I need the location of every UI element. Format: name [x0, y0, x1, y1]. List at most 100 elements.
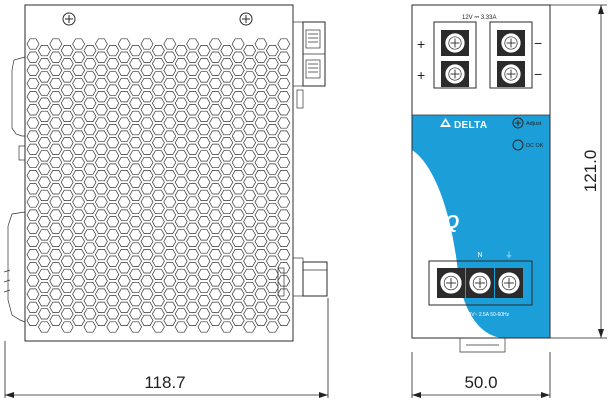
- vent-hole: [140, 262, 154, 274]
- vent-hole: [72, 51, 86, 63]
- vent-hole: [94, 249, 108, 261]
- vent-hole: [265, 110, 279, 122]
- vent-hole: [60, 216, 74, 228]
- vent-hole: [83, 281, 97, 294]
- terminal-screw-icon[interactable]: [444, 32, 466, 54]
- terminal-screw-icon[interactable]: [500, 32, 522, 54]
- vent-hole: [231, 196, 245, 208]
- vent-hole: [26, 117, 40, 129]
- vent-hole: [37, 255, 51, 267]
- vent-hole: [220, 308, 234, 320]
- vent-hole: [277, 196, 291, 208]
- vent-hole: [83, 110, 97, 122]
- vent-hole: [49, 301, 63, 313]
- terminal-screw-icon[interactable]: [468, 271, 492, 295]
- vent-hole: [220, 58, 234, 70]
- vent-hole: [265, 308, 279, 320]
- vent-hole: [129, 189, 143, 201]
- vent-hole: [277, 64, 291, 76]
- vent-hole: [151, 321, 165, 333]
- vent-hole: [94, 104, 108, 116]
- vent-hole: [174, 321, 188, 333]
- front-width-label: 50.0: [464, 373, 497, 392]
- vent-hole: [106, 229, 120, 241]
- screw-top-left-icon: [62, 12, 76, 26]
- vent-hole: [208, 262, 222, 274]
- vent-hole: [243, 202, 257, 215]
- vent-hole: [208, 170, 222, 182]
- vent-hole: [94, 235, 108, 247]
- vent-hole: [243, 308, 257, 320]
- vent-hole: [106, 84, 120, 96]
- vent-hole: [37, 137, 51, 149]
- vent-hole: [243, 268, 257, 280]
- vent-hole: [220, 229, 234, 241]
- vent-hole: [140, 249, 154, 261]
- vent-hole: [174, 189, 188, 201]
- vent-hole: [83, 97, 97, 109]
- vent-hole: [220, 202, 234, 215]
- terminal-screw-icon[interactable]: [500, 63, 522, 85]
- vent-hole: [243, 281, 257, 294]
- vent-hole: [106, 137, 120, 149]
- vent-hole: [243, 137, 257, 149]
- vent-hole: [208, 117, 222, 129]
- terminal-screw-icon[interactable]: [439, 271, 463, 295]
- vent-hole: [174, 242, 188, 254]
- vent-hole: [60, 110, 74, 122]
- vent-hole: [94, 262, 108, 274]
- vent-hole: [186, 275, 200, 287]
- vent-hole: [72, 235, 86, 247]
- vent-hole: [243, 216, 257, 228]
- vent-hole: [117, 143, 131, 155]
- vent-hole: [140, 38, 154, 50]
- vent-hole: [72, 249, 86, 261]
- din-clip-bottom: [459, 338, 506, 353]
- vent-hole: [151, 97, 165, 109]
- vent-hole: [197, 150, 211, 162]
- vent-hole: [197, 137, 211, 149]
- vent-hole: [197, 97, 211, 109]
- vent-hole: [197, 71, 211, 83]
- vent-hole: [140, 170, 154, 182]
- vent-hole: [129, 137, 143, 149]
- vent-hole: [140, 275, 154, 287]
- vent-hole: [186, 38, 200, 50]
- vent-hole: [163, 183, 177, 195]
- vent-hole: [220, 176, 234, 188]
- vent-hole: [265, 71, 279, 83]
- vent-hole: [140, 222, 154, 234]
- vent-hole: [197, 321, 211, 333]
- vent-hole: [231, 235, 245, 247]
- vent-hole: [151, 189, 165, 201]
- vent-hole: [106, 321, 120, 333]
- vent-hole: [265, 150, 279, 162]
- vent-hole: [265, 124, 279, 136]
- vent-hole: [94, 170, 108, 182]
- vent-hole: [151, 255, 165, 267]
- input-label-ground-icon: ⏚: [506, 251, 513, 259]
- terminal-screw-icon[interactable]: [444, 63, 466, 85]
- vent-hole: [208, 64, 222, 76]
- vent-hole: [254, 209, 268, 221]
- vent-hole: [72, 117, 86, 129]
- vent-hole: [26, 196, 40, 208]
- vent-hole: [186, 143, 200, 155]
- vent-hole: [151, 202, 165, 215]
- adjust-potentiometer-icon[interactable]: [512, 117, 524, 129]
- vent-hole: [26, 249, 40, 261]
- vent-hole: [186, 288, 200, 300]
- vent-hole: [243, 124, 257, 136]
- terminal-screw-icon[interactable]: [497, 271, 521, 295]
- vent-hole: [231, 117, 245, 129]
- vent-hole: [208, 91, 222, 103]
- vent-hole: [106, 124, 120, 136]
- vent-hole: [49, 262, 63, 274]
- vent-hole: [117, 196, 131, 208]
- vent-hole: [140, 91, 154, 103]
- vent-hole: [151, 281, 165, 294]
- vent-hole: [26, 209, 40, 221]
- vent-hole: [106, 176, 120, 188]
- vent-hole: [83, 242, 97, 254]
